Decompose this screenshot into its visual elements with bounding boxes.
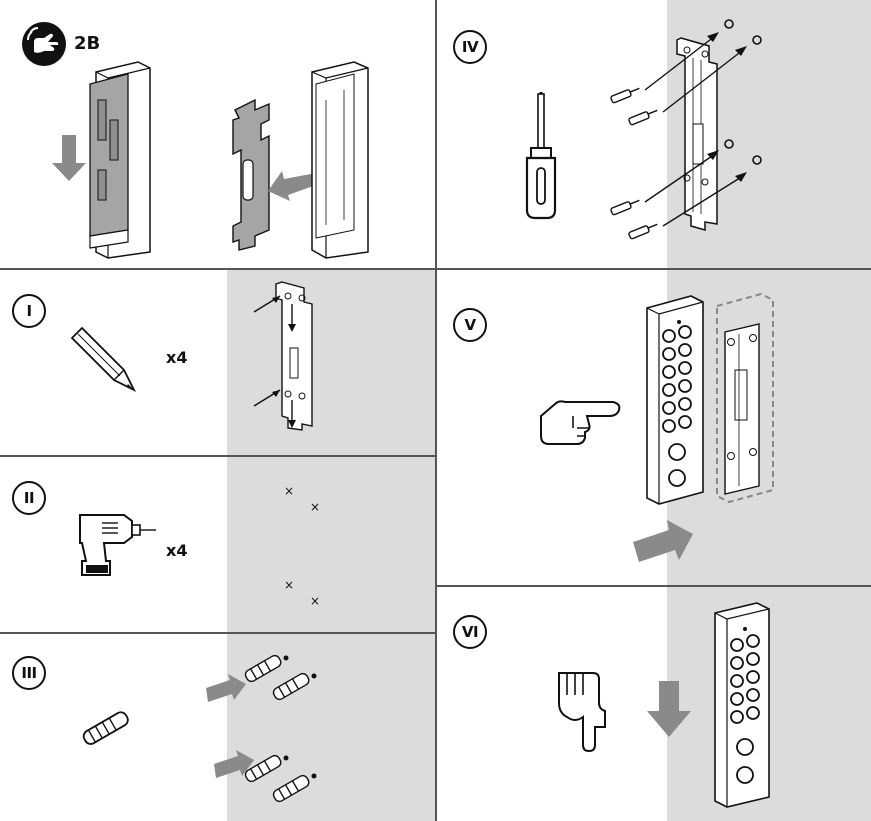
quantity-label-2: x4 <box>166 541 188 560</box>
panel-step-5: V <box>437 270 871 585</box>
svg-text:×: × <box>284 484 294 498</box>
keypad-reader <box>646 295 704 505</box>
screws-and-arrows <box>610 19 762 240</box>
plug-insert-arrow-top <box>206 674 246 702</box>
svg-text:×: × <box>310 500 320 514</box>
svg-text:×: × <box>310 594 320 608</box>
step-badge-6: VI <box>453 615 487 649</box>
hand-pointing-icon <box>540 400 621 445</box>
step-badge-1: I <box>12 294 46 328</box>
panel-step-6: VI <box>437 587 871 821</box>
panel-step-1: I x4 <box>0 270 435 455</box>
wall-area <box>227 270 435 455</box>
horizontal-divider-left-1 <box>0 268 435 270</box>
down-arrow-icon <box>52 135 86 181</box>
step-badge-5: V <box>453 308 487 342</box>
down-arrow-icon <box>647 681 691 737</box>
panel-2b: 2B <box>0 0 435 268</box>
drill-icon <box>79 514 156 576</box>
horizontal-divider-right-1 <box>437 268 871 270</box>
horizontal-divider-right-2 <box>437 585 871 587</box>
plugs-in-wall <box>244 654 317 803</box>
wall-area <box>227 457 435 632</box>
mounting-plate <box>232 98 270 251</box>
panel-step-4: IV <box>437 0 871 268</box>
plate-on-wall-marking <box>253 281 313 431</box>
wall-plug-icon <box>82 711 129 745</box>
plug-insert-arrow-bottom <box>214 750 254 778</box>
hand-touch-icon <box>22 22 66 66</box>
pencil-icon <box>70 326 137 393</box>
svg-text:×: × <box>284 578 294 592</box>
step-label-2b: 2B <box>74 33 101 54</box>
plate-screwed-on-wall <box>676 37 718 231</box>
push-arrow-icon <box>633 520 693 562</box>
reader-housing-with-plate <box>89 61 151 259</box>
reader-housing-empty <box>311 61 369 259</box>
mount-plate-outline <box>716 292 774 504</box>
screwdriver-icon <box>525 92 557 220</box>
drilled-holes: × × × × <box>284 484 320 608</box>
panel-step-3: III <box>0 634 435 821</box>
keypad-reader-mounted <box>714 602 770 808</box>
step-badge-3: III <box>12 656 46 690</box>
horizontal-divider-left-3 <box>0 632 435 634</box>
insert-arrow-icon <box>268 171 316 201</box>
panel-step-2: II x4 × × × × <box>0 457 435 632</box>
hand-pointing-down-icon <box>558 672 606 753</box>
step-badge-4: IV <box>453 30 487 64</box>
quantity-label-1: x4 <box>166 348 188 367</box>
horizontal-divider-left-2 <box>0 455 435 457</box>
vertical-divider <box>435 0 437 821</box>
step-badge-2: II <box>12 481 46 515</box>
